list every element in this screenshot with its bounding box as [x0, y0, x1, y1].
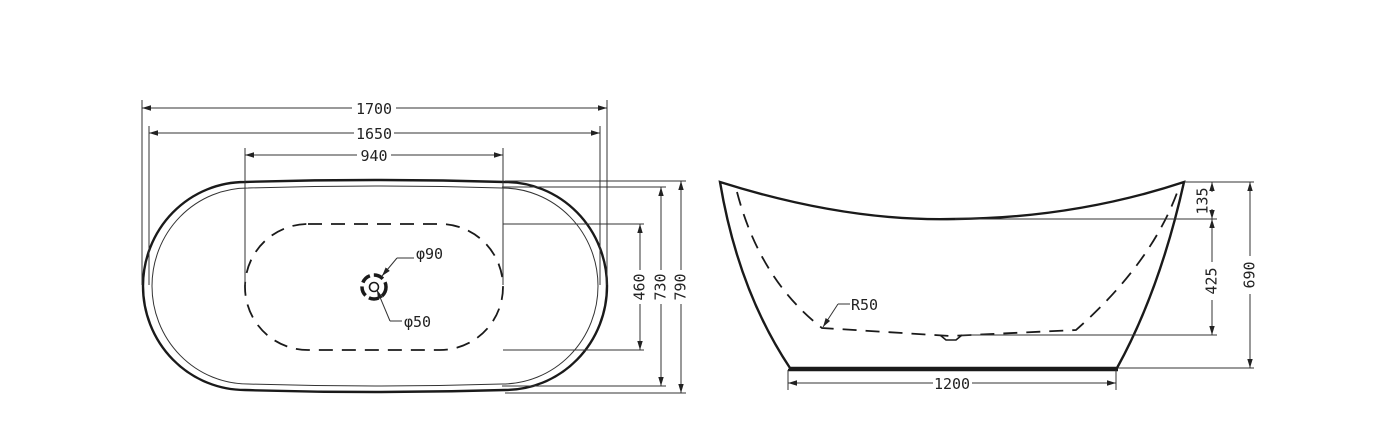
dim-basin-length: 940: [244, 147, 504, 285]
dim-inner-length-label: 1650: [356, 125, 392, 143]
dim-inner-depth-label: 425: [1203, 267, 1221, 294]
dim-rim-drop: 135: [1194, 182, 1215, 219]
tub-outer-outline: [141, 178, 609, 394]
dim-inner-width-label: 730: [652, 273, 670, 300]
dim-overall-length: 1700: [141, 100, 608, 285]
drain-symbol: [360, 273, 388, 301]
dim-rim-drop-label: 135: [1194, 187, 1212, 214]
drain-inner-label: φ50: [404, 313, 431, 331]
dim-inner-length: 1650: [148, 125, 601, 285]
dim-overall-length-label: 1700: [356, 100, 392, 118]
drain-inner-callout: φ50: [376, 289, 431, 331]
dim-overall-height-label: 690: [1241, 261, 1259, 288]
tub-inner-dashed-profile: [736, 191, 1178, 337]
side-drain: [939, 334, 963, 341]
side-view: 1200 R50 135 425 690: [718, 180, 1259, 393]
dim-base-length-label: 1200: [934, 375, 970, 393]
dim-base-length: 1200: [787, 370, 1117, 393]
tub-side-outline: [718, 180, 1186, 370]
basin-dashed-outline: [244, 223, 504, 351]
drain-outer-label: φ90: [416, 245, 443, 263]
radius-callout: R50: [822, 296, 878, 328]
dim-basin-length-label: 940: [360, 147, 387, 165]
dim-basin-width-label: 460: [631, 273, 649, 300]
dim-overall-width: 790: [505, 180, 690, 394]
top-view: 1700 1650 940 φ90 φ50: [141, 100, 690, 394]
radius-label: R50: [851, 296, 878, 314]
dim-basin-width: 460: [503, 223, 649, 351]
drain-outer-callout: φ90: [381, 245, 443, 277]
dim-overall-height: 690: [1241, 182, 1259, 368]
dim-inner-width: 730: [502, 186, 670, 387]
tub-inner-outline: [151, 185, 599, 387]
dim-inner-depth: 425: [1203, 219, 1221, 335]
dim-overall-width-label: 790: [672, 273, 690, 300]
